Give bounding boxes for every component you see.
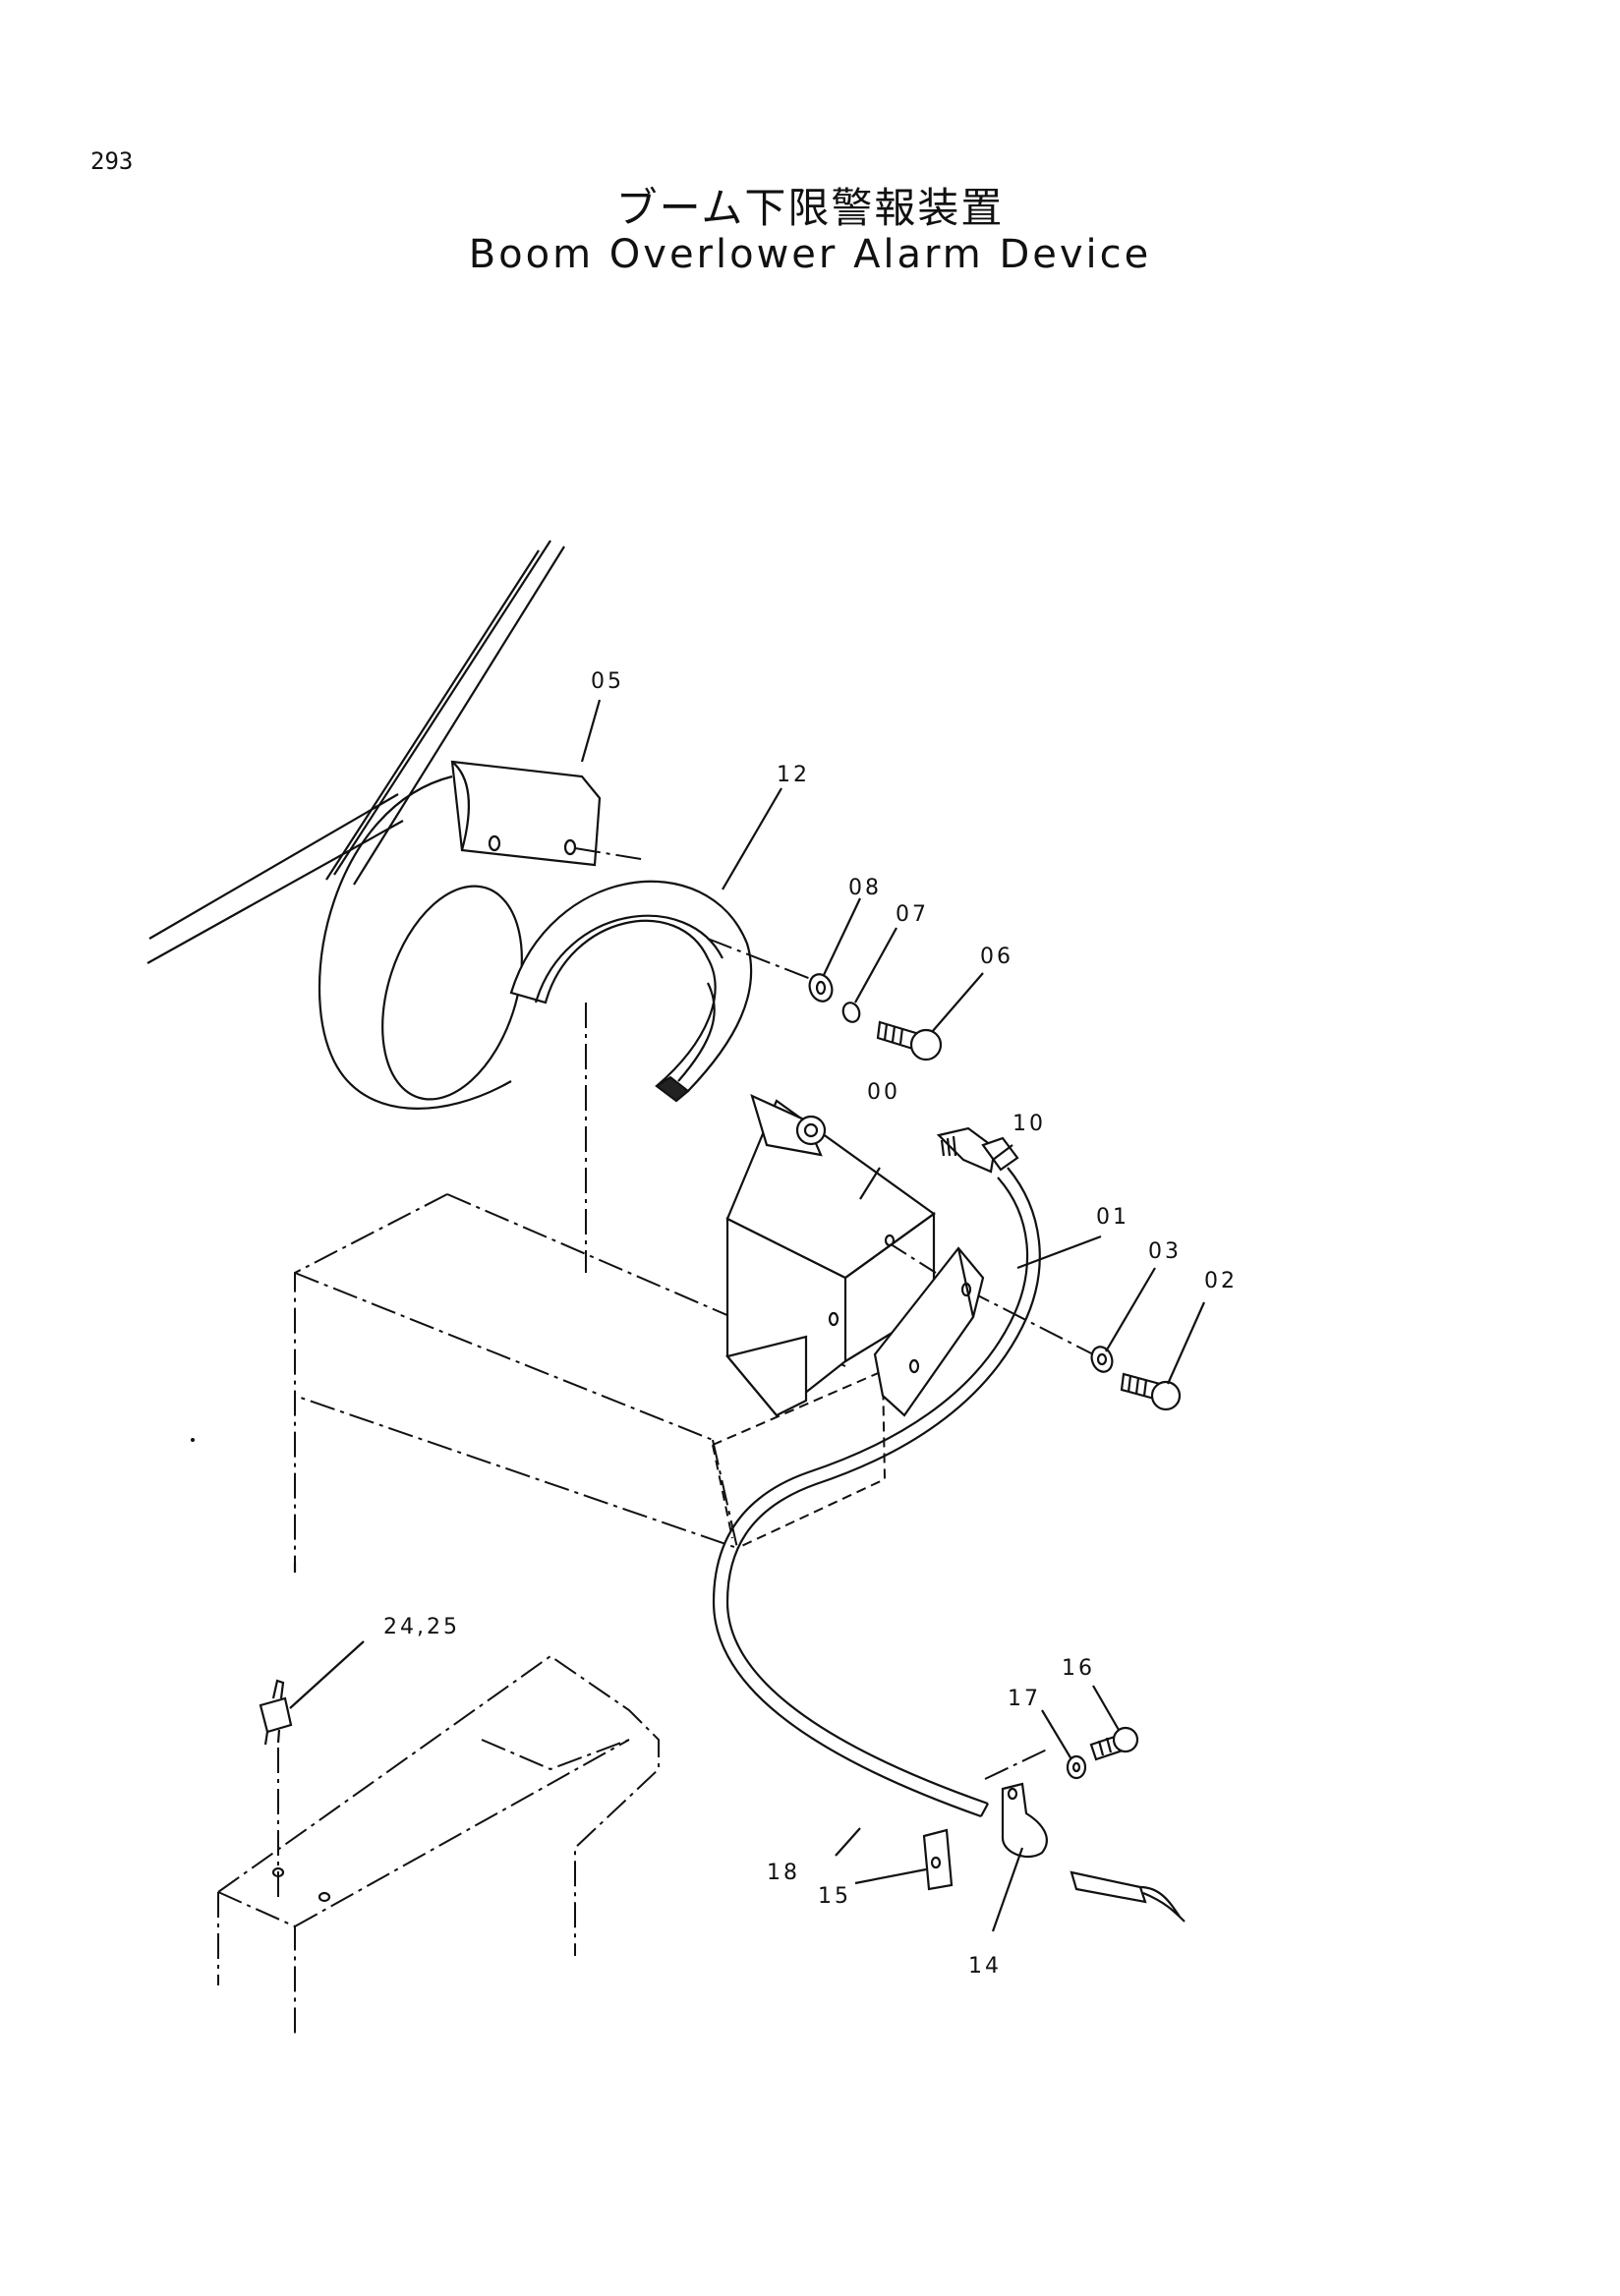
callout-17: 17 — [1008, 1687, 1041, 1711]
callout-08: 08 — [848, 876, 882, 900]
callout-06: 06 — [980, 945, 1013, 969]
part-16-screw — [1089, 1726, 1139, 1761]
part-01-bracket — [873, 1246, 985, 1417]
callout-16: 16 — [1062, 1656, 1095, 1681]
page-number: 293 — [90, 147, 134, 175]
part-17-washer — [1066, 1754, 1087, 1780]
part-02-bolt — [1120, 1372, 1182, 1411]
part-08-washer — [808, 973, 834, 1003]
part-24-25-switch — [259, 1679, 293, 1746]
scan-marks — [191, 1438, 195, 1442]
title-japanese: ブーム下限警報装置 — [615, 184, 1005, 232]
callout-02: 02 — [1204, 1269, 1238, 1293]
callouts: 05 12 08 07 06 00 10 01 03 02 24,25 16 1… — [383, 669, 1238, 1979]
leader-lines — [289, 699, 1206, 1932]
part-14-clamp — [1001, 1782, 1186, 1923]
boom-structure — [146, 540, 565, 1110]
callout-01: 01 — [1096, 1205, 1129, 1230]
lower-frame — [217, 1654, 660, 2035]
callout-18: 18 — [767, 1861, 800, 1885]
callout-05: 05 — [591, 669, 624, 694]
callout-10: 10 — [1012, 1112, 1046, 1136]
part-07-lockwasher — [841, 1002, 861, 1023]
callout-12: 12 — [777, 763, 810, 787]
housing-outline — [293, 1193, 887, 1573]
part-00-switch — [725, 1093, 936, 1417]
callout-14: 14 — [968, 1954, 1002, 1979]
part-18-cable — [712, 1167, 1041, 1818]
part-12-horseshoe — [509, 880, 753, 1103]
part-06-bolt — [876, 1020, 943, 1062]
part-05-bracket — [450, 760, 602, 867]
callout-03: 03 — [1148, 1239, 1182, 1264]
part-15-plate — [922, 1828, 954, 1891]
callout-00: 00 — [867, 1080, 900, 1105]
alignment-lines — [277, 847, 1102, 1897]
callout-15: 15 — [818, 1884, 851, 1909]
part-03-washer — [1090, 1346, 1114, 1373]
callout-24-25: 24,25 — [383, 1615, 460, 1639]
callout-07: 07 — [896, 902, 929, 927]
title-english: Boom Overlower Alarm Device — [468, 232, 1152, 277]
